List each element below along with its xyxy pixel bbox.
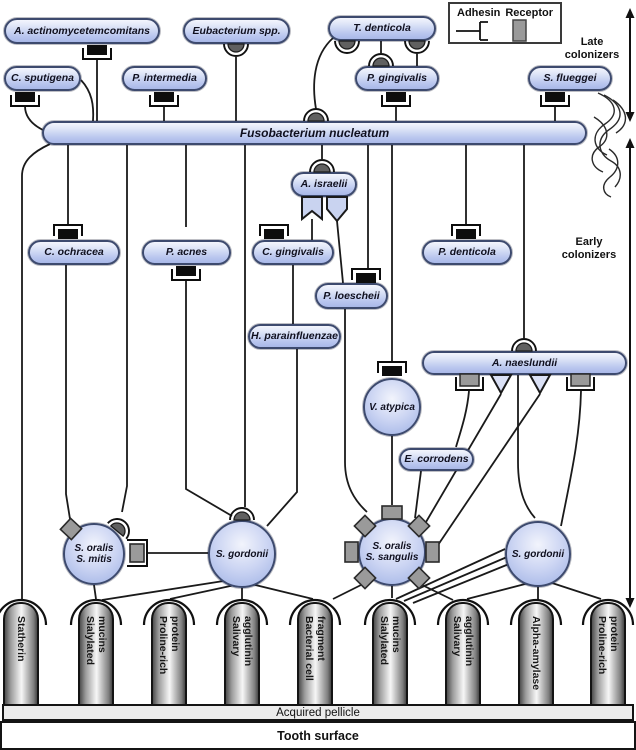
tooth-surface-bar: Tooth surface	[0, 721, 636, 750]
species-label: H. parainfluenzae	[251, 330, 338, 342]
node-e-corrodens: E. corrodens	[399, 448, 474, 471]
pillar-salivary-agglutinin-1: Salivary agglutinin	[224, 602, 260, 704]
species-label: E. corrodens	[404, 453, 469, 465]
node-s-gordonii-right: S. gordonii	[505, 521, 571, 587]
node-h-parainfluenzae: H. parainfluenzae	[248, 324, 341, 349]
node-s-oralis-s-mitis: S. oralis S. mitis	[63, 523, 125, 585]
node-s-flueggei: S. flueggei	[528, 66, 612, 91]
node-v-atypica: V. atypica	[363, 378, 421, 436]
species-label: A. actinomycetemcomitans	[14, 24, 150, 37]
node-eubacterium-spp: Eubacterium spp.	[183, 18, 290, 44]
species-label: P. loescheii	[323, 289, 380, 302]
node-s-gordonii-left: S. gordonii	[208, 520, 276, 588]
node-c-ochracea: C. ochracea	[28, 240, 120, 265]
species-label: S. mitis	[76, 554, 112, 565]
early-colonizers-label: Early colonizers	[561, 236, 617, 261]
species-label: S. oralis	[74, 543, 114, 554]
node-s-oralis-s-sangulis: S. oralis S. sangulis	[358, 518, 426, 586]
tooth-surface-label: Tooth surface	[277, 728, 359, 743]
late-colonizers-arrow	[625, 8, 635, 122]
species-label: Fusobacterium nucleatum	[239, 125, 390, 140]
species-label: V. atypica	[369, 401, 415, 413]
pillar-proline-rich-protein-2: Proline-rich protein	[590, 602, 626, 704]
pillar-proline-rich-protein-1: Proline-rich protein	[151, 602, 187, 704]
node-p-intermedia: P. intermedia	[122, 66, 207, 91]
species-label: A. naeslundii	[491, 356, 558, 369]
node-a-israelii: A. israelii	[291, 172, 357, 197]
species-label: Eubacterium spp.	[192, 24, 281, 37]
pillar-statherin: Statherin	[3, 602, 39, 704]
legend-box: Adhesin Receptor	[448, 2, 562, 44]
species-label: C. gingivalis	[262, 246, 324, 258]
early-colonizers-arrow	[625, 138, 635, 608]
species-label: S. oralis	[372, 541, 412, 552]
node-p-denticola: P. denticola	[422, 240, 512, 265]
species-label: C. ochracea	[44, 246, 104, 258]
node-t-denticola: T. denticola	[328, 16, 436, 41]
node-a-actinomycetemcomitans: A. actinomycetemcomitans	[4, 18, 160, 44]
legend-receptor-label: Receptor	[505, 7, 553, 19]
late-colonizers-label: Late colonizers	[564, 36, 620, 61]
species-label: P. denticola	[438, 246, 496, 258]
pillar-sialylated-mucins-1: Sialylated mucins	[78, 602, 114, 704]
species-label: S. flueggei	[543, 72, 597, 84]
node-c-sputigena: C. sputigena	[4, 66, 81, 91]
pillar-bacterial-cell-fragment: Bacterial cell fragment	[297, 602, 333, 704]
species-label: S. gordonii	[511, 548, 565, 560]
node-fusobacterium-nucleatum: Fusobacterium nucleatum	[42, 121, 587, 145]
species-label: C. sputigena	[10, 72, 74, 84]
species-label: S. sangulis	[365, 552, 419, 563]
node-p-loescheii: P. loescheii	[315, 283, 388, 309]
pillar-salivary-agglutinin-2: Salivary agglutinin	[445, 602, 481, 704]
flagella-icon	[591, 92, 627, 198]
species-label: S. gordonii	[215, 548, 269, 560]
coaggregation-lines	[21, 37, 602, 604]
species-label: P. intermedia	[132, 72, 197, 84]
node-p-acnes: P. acnes	[142, 240, 231, 265]
legend-adhesin-label: Adhesin	[457, 7, 501, 19]
species-label: P. acnes	[165, 246, 208, 258]
species-label: T. denticola	[353, 22, 411, 34]
node-c-gingivalis: C. gingivalis	[252, 240, 334, 265]
pillar-sialylated-mucins-2: Sialylated mucins	[372, 602, 408, 704]
node-p-gingivalis: P. gingivalis	[355, 66, 439, 91]
pillar-alpha-amylase: Alpha-amylase	[518, 602, 554, 704]
pellicle-label: Acquired pellicle	[276, 706, 360, 719]
acquired-pellicle-bar: Acquired pellicle	[2, 704, 634, 721]
species-label: P. gingivalis	[367, 72, 427, 84]
species-label: A. israelii	[300, 178, 348, 190]
node-a-naeslundii: A. naeslundii	[422, 351, 627, 375]
